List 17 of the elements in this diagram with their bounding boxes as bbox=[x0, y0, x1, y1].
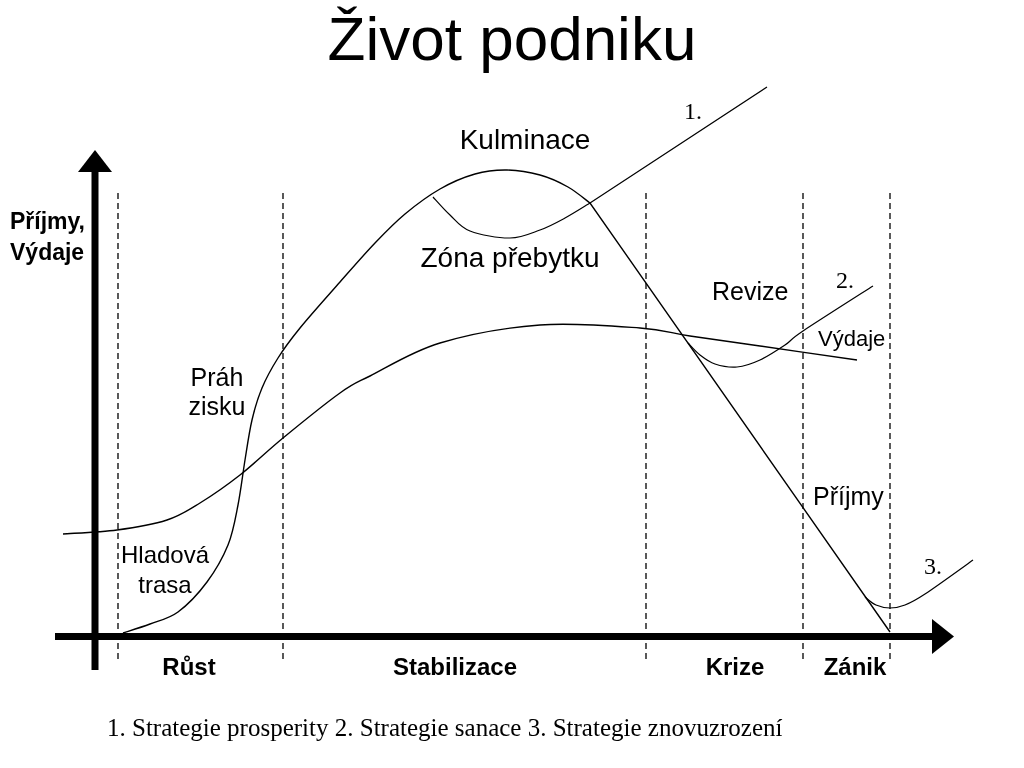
phase-label: Zánik bbox=[823, 652, 887, 681]
curve-label: Práh zisku bbox=[188, 362, 246, 421]
diagram-title: Život podniku bbox=[327, 6, 697, 71]
zone-label: Zóna přebytku bbox=[420, 242, 600, 275]
phase-label: Stabilizace bbox=[392, 652, 518, 681]
caption: 1. Strategie prosperity 2. Strategie sanace 3. Strategie znovuzrození bbox=[107, 713, 783, 742]
callout-number: 1. bbox=[684, 98, 702, 123]
callout-number: 3. bbox=[924, 553, 942, 578]
callout-number: 2. bbox=[836, 267, 854, 292]
curve-label: Výdaje bbox=[818, 325, 886, 351]
curve-label: Kulminace bbox=[459, 124, 591, 157]
phase-label: Růst bbox=[162, 652, 216, 681]
axis-label: Příjmy, Výdaje bbox=[10, 206, 85, 267]
curve-label: Příjmy bbox=[813, 481, 884, 511]
phase-label: Krize bbox=[705, 652, 765, 681]
curve-label: Revize bbox=[712, 276, 789, 306]
curve-label: Hladová trasa bbox=[120, 539, 210, 600]
